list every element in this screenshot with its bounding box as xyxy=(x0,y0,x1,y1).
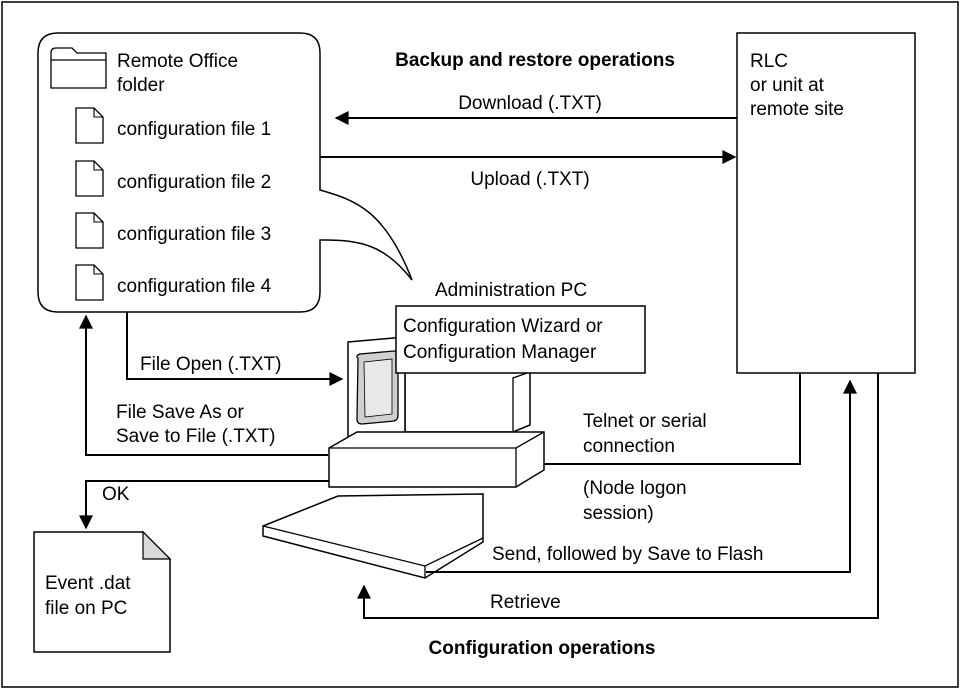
send-arrow xyxy=(426,379,857,573)
retrieve-arrow xyxy=(357,373,879,619)
node-logon-line2: session) xyxy=(583,503,654,524)
telnet-connection-line xyxy=(544,373,801,465)
file-label: configuration file 3 xyxy=(117,224,271,245)
file-label: configuration file 2 xyxy=(117,172,271,193)
download-label: Download (.TXT) xyxy=(458,93,602,114)
admin-pc-label: Administration PC xyxy=(435,280,587,301)
folder-icon xyxy=(50,47,107,89)
send-label: Send, followed by Save to Flash xyxy=(492,544,763,565)
file-icon xyxy=(75,212,104,249)
config-wizard-box xyxy=(395,305,646,374)
upload-label: Upload (.TXT) xyxy=(470,169,589,190)
event-file-line2: file on PC xyxy=(45,598,127,619)
retrieve-label: Retrieve xyxy=(490,592,561,613)
file-icon xyxy=(75,107,104,144)
rlc-line3: remote site xyxy=(750,99,844,120)
file-save-arrow xyxy=(79,314,328,456)
file-open-label: File Open (.TXT) xyxy=(140,354,281,375)
ok-label: OK xyxy=(102,484,130,505)
rlc-line2: or unit at xyxy=(750,75,825,96)
event-file-icon xyxy=(33,530,172,653)
folder-title-line2: folder xyxy=(117,75,165,96)
wizard-line1: Configuration Wizard or xyxy=(403,316,603,337)
rlc-line1: RLC xyxy=(750,51,788,72)
backup-heading: Backup and restore operations xyxy=(395,50,675,71)
event-file-line1: Event .dat xyxy=(45,573,131,594)
ok-arrow xyxy=(79,480,329,530)
rlc-box xyxy=(736,32,916,374)
telnet-label-line1: Telnet or serial xyxy=(583,411,707,432)
remote-office-folder-panel xyxy=(37,32,413,313)
file-label: configuration file 4 xyxy=(117,276,272,297)
telnet-label-line2: connection xyxy=(583,436,675,457)
file-open-arrow xyxy=(126,312,344,386)
wizard-line2: Configuration Manager xyxy=(403,342,597,363)
file-icon xyxy=(75,264,104,301)
file-icon xyxy=(75,160,104,197)
file-save-label-line1: File Save As or xyxy=(116,402,244,423)
node-logon-line1: (Node logon xyxy=(583,478,687,499)
folder-title-line1: Remote Office xyxy=(117,51,238,72)
file-label: configuration file 1 xyxy=(117,119,271,140)
config-heading: Configuration operations xyxy=(429,638,656,659)
file-save-label-line2: Save to File (.TXT) xyxy=(116,426,275,447)
